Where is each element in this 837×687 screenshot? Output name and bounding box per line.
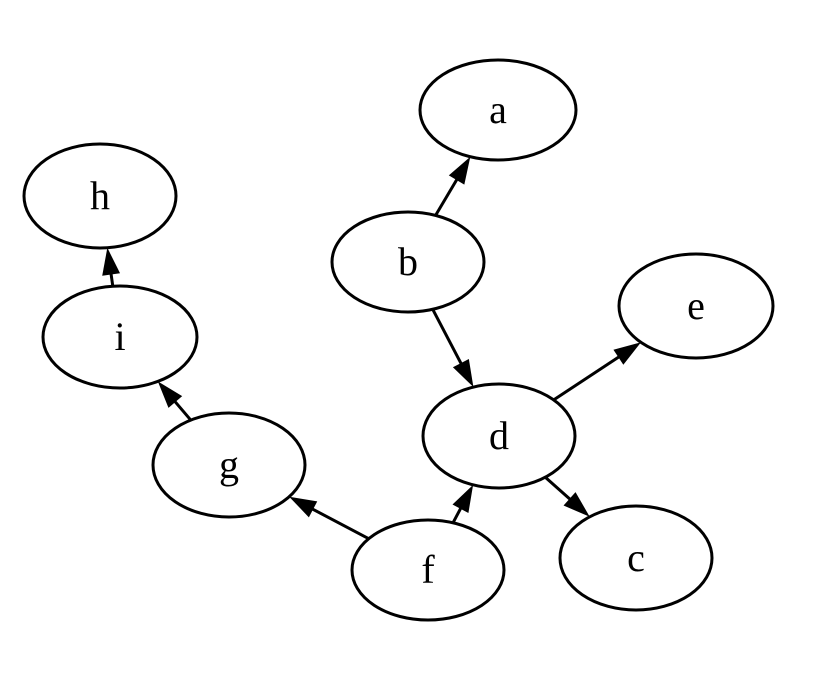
node-c: c (558, 504, 714, 612)
node-g-ellipse (151, 411, 307, 519)
node-b-label: b (398, 239, 418, 284)
edge-d-e (552, 342, 641, 402)
node-a-ellipse (418, 58, 578, 162)
edge-i-h-line (109, 272, 115, 287)
edge-f-g (289, 496, 370, 541)
edge-b-a (434, 156, 471, 217)
node-d-label: d (489, 413, 509, 458)
node-d-ellipse (421, 382, 577, 490)
edge-b-d-line (431, 308, 464, 366)
node-f-ellipse (350, 518, 506, 622)
node-i-label: i (114, 314, 125, 359)
edge-f-g-arrowhead-icon (289, 496, 318, 518)
node-c-label: c (627, 535, 645, 580)
node-i: i (41, 284, 199, 390)
node-h-ellipse (22, 142, 178, 250)
edge-d-e-line (552, 354, 621, 402)
edge-b-a-line (434, 177, 459, 217)
edge-i-h (102, 247, 121, 287)
edge-d-c-line (544, 476, 573, 502)
node-b-ellipse (330, 210, 486, 314)
node-h-label: h (90, 173, 110, 218)
node-d: d (421, 382, 577, 490)
edge-g-i (157, 381, 192, 422)
edge-d-c (544, 476, 590, 517)
node-a: a (418, 58, 578, 162)
edge-f-d-arrowhead-icon (452, 484, 474, 513)
edge-f-d (451, 484, 474, 524)
edge-g-i-line (172, 399, 192, 422)
node-e-label: e (687, 283, 705, 328)
node-f: f (350, 518, 506, 622)
edge-f-d-line (451, 506, 463, 524)
edge-d-e-arrowhead-icon (613, 342, 641, 365)
edge-b-d (431, 308, 474, 388)
edge-b-d-arrowhead-icon (452, 358, 474, 388)
edge-d-c-arrowhead-icon (563, 492, 590, 517)
node-b: b (330, 210, 486, 314)
node-e-ellipse (617, 252, 775, 360)
node-g: g (151, 411, 307, 519)
edge-g-i-arrowhead-icon (157, 381, 183, 408)
node-f-label: f (421, 547, 435, 592)
node-e: e (617, 252, 775, 360)
node-i-ellipse (41, 284, 199, 390)
node-h: h (22, 142, 178, 250)
node-c-ellipse (558, 504, 714, 612)
node-a-label: a (489, 87, 507, 132)
edge-b-a-arrowhead-icon (448, 156, 471, 185)
edge-i-h-arrowhead-icon (102, 247, 121, 276)
node-g-label: g (219, 442, 239, 487)
edge-f-g-line (310, 507, 370, 541)
